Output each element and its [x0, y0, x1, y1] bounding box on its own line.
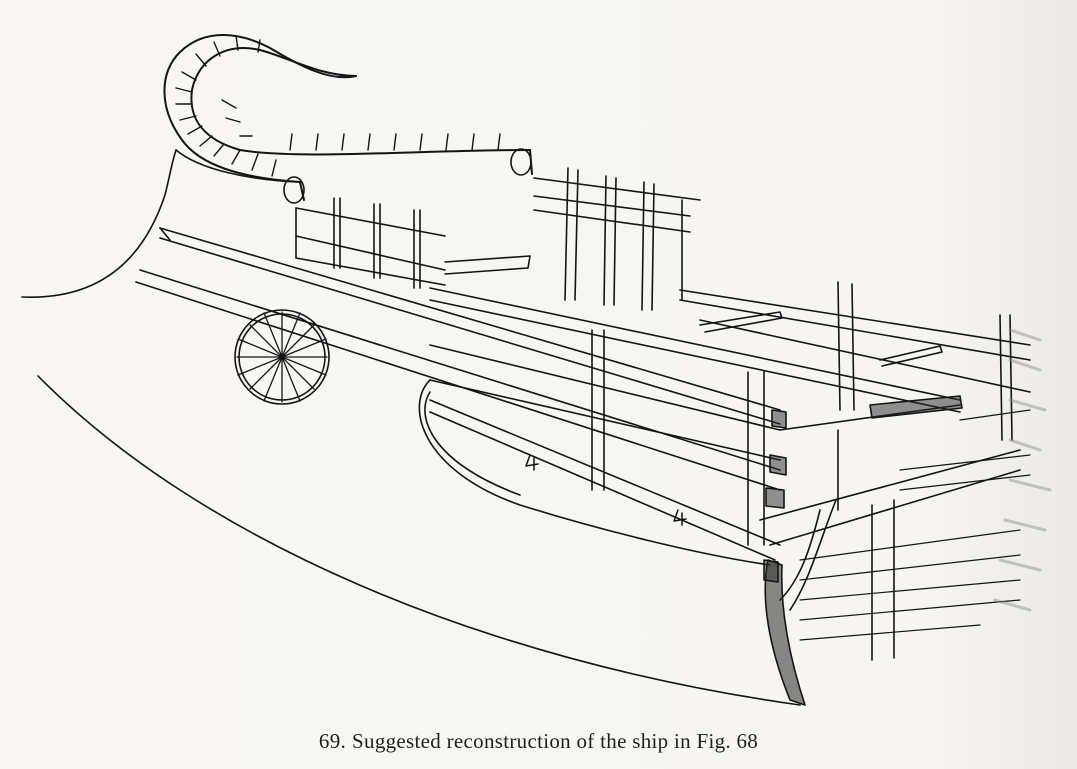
upper-railing	[533, 167, 701, 311]
caption-text: Suggested reconstruction of the ship in …	[352, 729, 759, 753]
figure-caption: 69.Suggested reconstruction of the ship …	[0, 729, 1077, 754]
annotation-marks	[525, 454, 687, 526]
gallery	[591, 281, 1021, 661]
hull	[21, 149, 801, 706]
stern-ornament	[163, 34, 533, 204]
line-drawing-svg	[21, 34, 1052, 706]
hull-planking	[799, 409, 1031, 641]
inner-frame	[418, 379, 837, 611]
page-edge-blur	[993, 328, 1052, 612]
stern-post	[764, 559, 806, 706]
rear-railing	[295, 197, 531, 289]
plank-ends	[763, 395, 963, 583]
ship-reconstruction-drawing	[21, 34, 1052, 706]
wales	[135, 227, 1031, 561]
caption-number: 69.	[318, 729, 347, 753]
steering-wheel	[234, 309, 330, 405]
